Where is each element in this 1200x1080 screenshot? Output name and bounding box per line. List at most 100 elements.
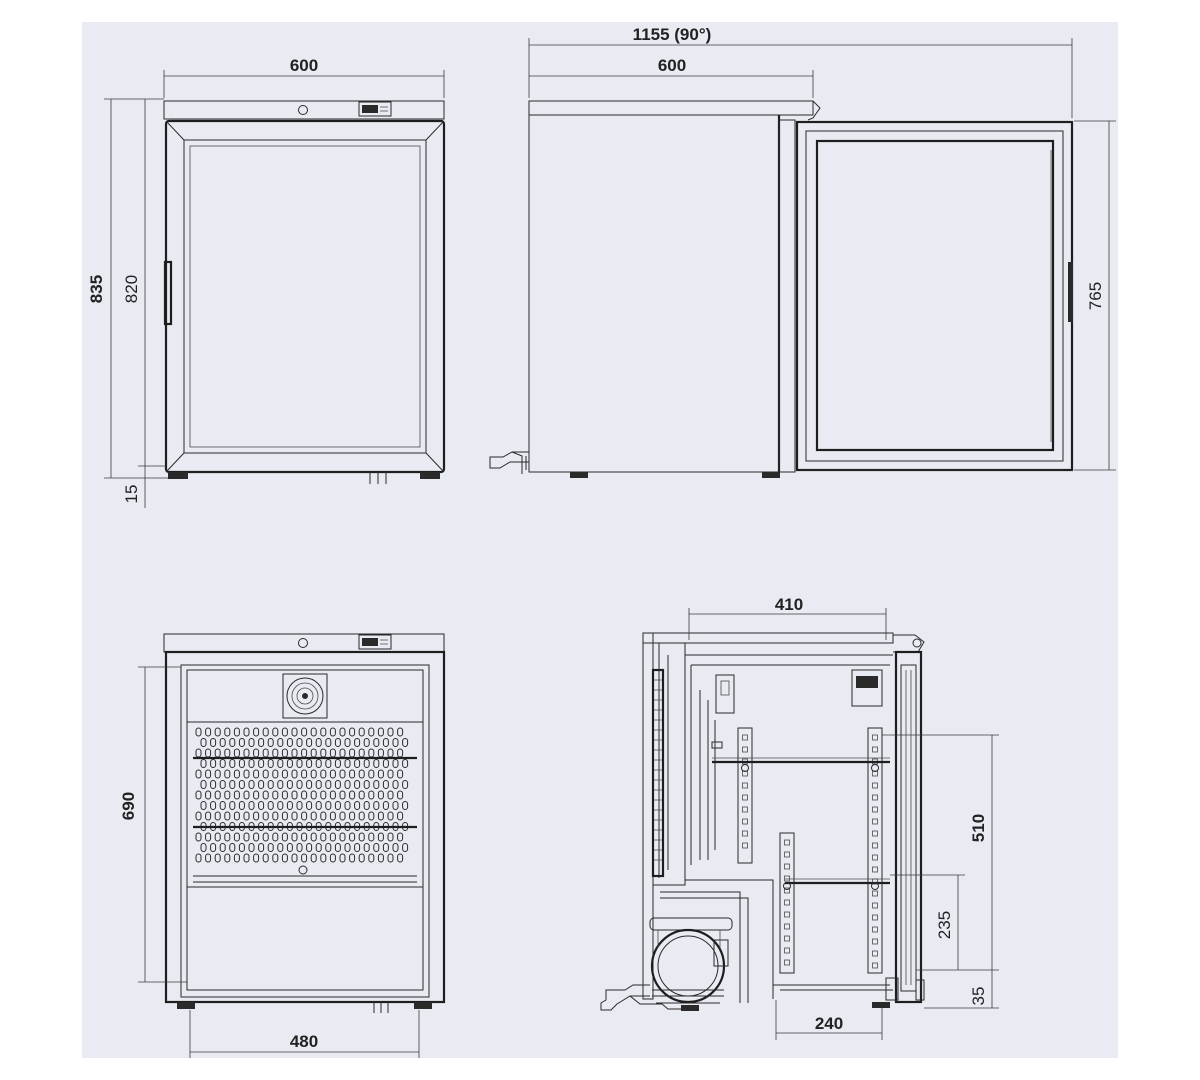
perforation-slot [387, 769, 394, 779]
perforation-slot [320, 769, 327, 779]
perforation-slot [325, 843, 332, 852]
perforation-slot [233, 832, 240, 842]
perforation-slot [214, 790, 221, 800]
perforation-slot [315, 801, 322, 810]
perforation-slot [301, 811, 308, 821]
dim-lower-shelf: 235 [935, 911, 954, 939]
perforation-slot [219, 801, 226, 810]
rail-hole [872, 782, 878, 789]
dim-compressor-depth: 240 [815, 1014, 843, 1033]
perforation-slot [253, 790, 260, 800]
lock-icon [298, 638, 308, 648]
perforation-slot [320, 853, 327, 863]
rail-hole [872, 938, 878, 945]
perforation-slot [253, 832, 260, 842]
front-view-closed: 600 835 820 15 [87, 56, 446, 508]
rail-hole [784, 923, 790, 930]
perforation-slot [258, 843, 265, 852]
perforation-slot [315, 759, 322, 768]
perforation-slot [210, 843, 217, 852]
perforation-slot [286, 780, 293, 789]
perforation-slot [195, 790, 202, 800]
perforation-slot [397, 853, 404, 863]
perforation-slot [296, 759, 303, 768]
perforation-slot [229, 780, 236, 789]
perforation-slot [233, 811, 240, 821]
perforation-slot [200, 738, 207, 747]
perforation-slot [329, 853, 336, 863]
rail-hole [872, 926, 878, 933]
perforation-slot [200, 801, 207, 810]
perforation-slot [224, 811, 231, 821]
perforation-slot [214, 727, 221, 737]
perforation-slot [267, 780, 274, 789]
perforation-slot [229, 843, 236, 852]
perforation-slot [368, 769, 375, 779]
perforation-slot [402, 738, 409, 747]
perforation-slot [233, 853, 240, 863]
perforation-slot [402, 843, 409, 852]
perforation-slot [262, 832, 269, 842]
perforation-slot [272, 727, 279, 737]
perforation-slot [310, 727, 317, 737]
perforation-slot [291, 832, 298, 842]
perforation-slot [262, 811, 269, 821]
perforation-slot [377, 853, 384, 863]
perforation-slot [329, 832, 336, 842]
perforation-slot [291, 790, 298, 800]
perforation-slot [296, 780, 303, 789]
lock-icon [298, 105, 308, 115]
rail-hole [872, 830, 878, 837]
perforation-slot [253, 811, 260, 821]
perforation-slot [248, 759, 255, 768]
rail-hole [742, 794, 748, 801]
perforation-slot [224, 832, 231, 842]
perforation-slot [344, 738, 351, 747]
perforation-slot [233, 727, 240, 737]
perforation-slot [310, 811, 317, 821]
perforation-slot [272, 769, 279, 779]
dim-base-height: 35 [969, 987, 988, 1006]
rail-hole [784, 959, 790, 966]
perforation-slot [238, 738, 245, 747]
side-view-open-door: 1155 (90°) 600 765 [489, 25, 1116, 478]
perforation-slot [301, 769, 308, 779]
perforation-slot [377, 790, 384, 800]
perforation-slot [329, 769, 336, 779]
perforation-slot [339, 832, 346, 842]
perforation-slot [296, 801, 303, 810]
perforation-slot [258, 780, 265, 789]
perforation-slot [310, 832, 317, 842]
perforation-slot [210, 759, 217, 768]
dim-shelf-span: 510 [969, 814, 988, 842]
perforation-slot [392, 801, 399, 810]
perforation-slot [291, 811, 298, 821]
perforation-slot [387, 727, 394, 737]
perforation-slot [272, 853, 279, 863]
perforation-slot [392, 843, 399, 852]
perforation-slot [349, 790, 356, 800]
perforation-slot [325, 801, 332, 810]
perforation-slot [382, 780, 389, 789]
perforation-slot [373, 738, 380, 747]
perforation-slot [339, 853, 346, 863]
dim-feet-height: 15 [122, 485, 141, 504]
perforation-slot [205, 790, 212, 800]
perforation-slot [339, 727, 346, 737]
rail-hole [784, 863, 790, 870]
perforation-slot [286, 843, 293, 852]
perforation-slot [301, 790, 308, 800]
perforation-slot [382, 801, 389, 810]
perforation-slot [382, 738, 389, 747]
perforation-slot [301, 853, 308, 863]
perforation-slot [358, 727, 365, 737]
perforation-slot [248, 801, 255, 810]
dim-inner-depth: 410 [775, 595, 803, 614]
perforation-slot [286, 759, 293, 768]
perforation-slot [334, 801, 341, 810]
perforation-slot [306, 738, 313, 747]
perforation-slot [195, 853, 202, 863]
perforation-slot [373, 843, 380, 852]
perforation-slot [243, 727, 250, 737]
